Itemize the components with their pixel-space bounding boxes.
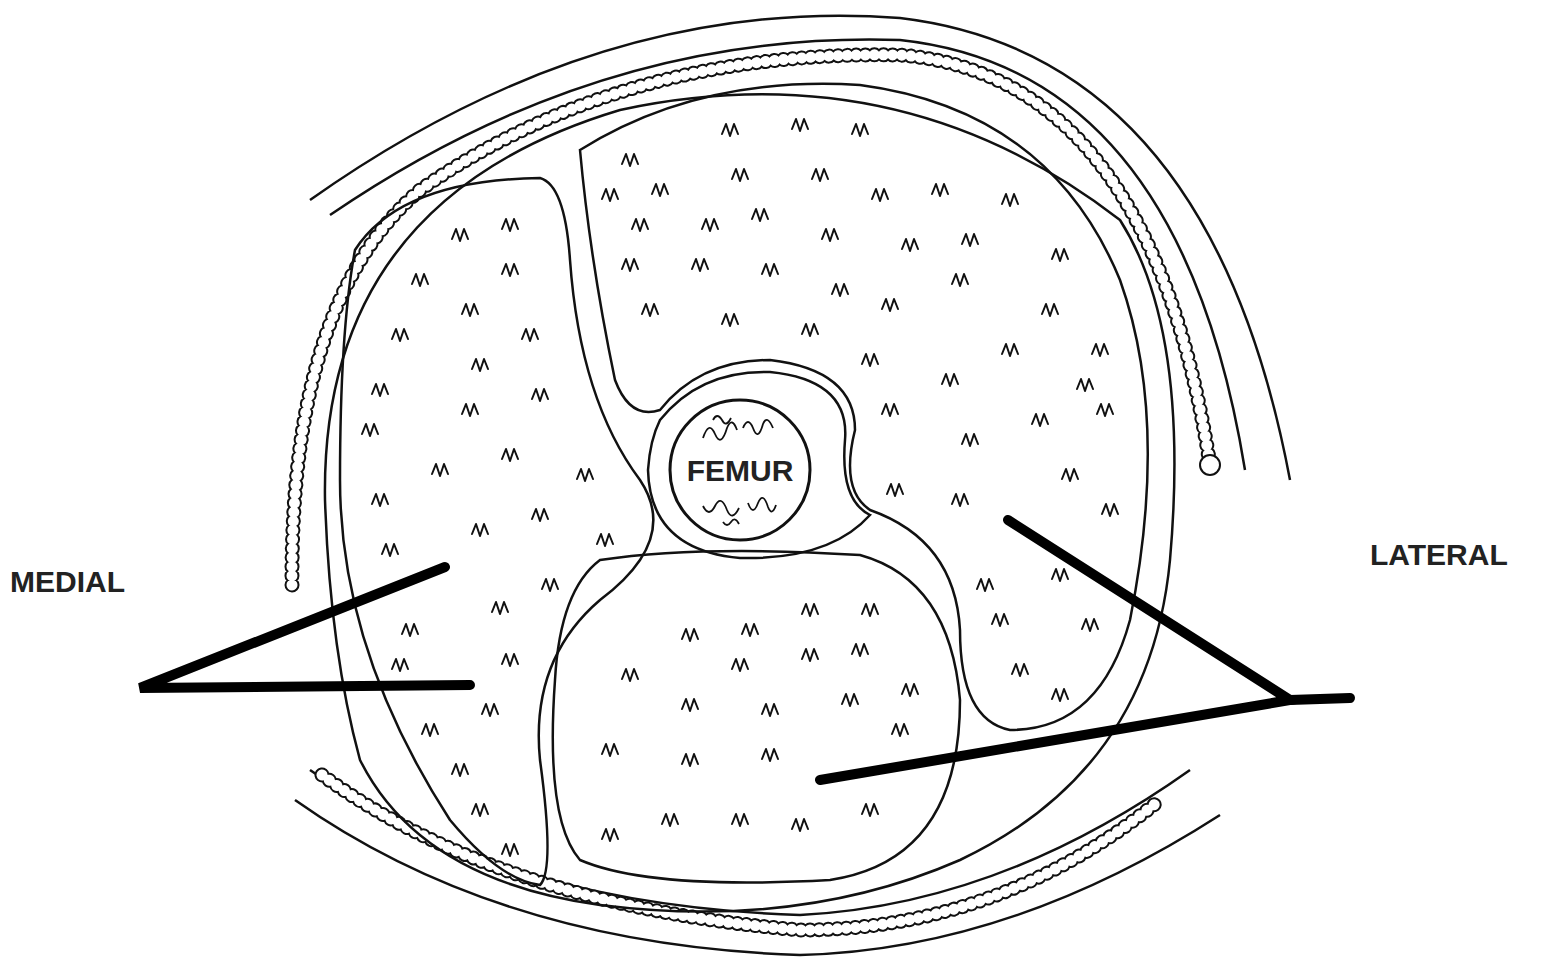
side-label: MEDIAL xyxy=(10,565,125,598)
bone-label: FEMUR xyxy=(668,454,812,487)
side-label: LATERAL xyxy=(1370,538,1508,571)
bone-circle: FEMUR xyxy=(668,398,812,542)
